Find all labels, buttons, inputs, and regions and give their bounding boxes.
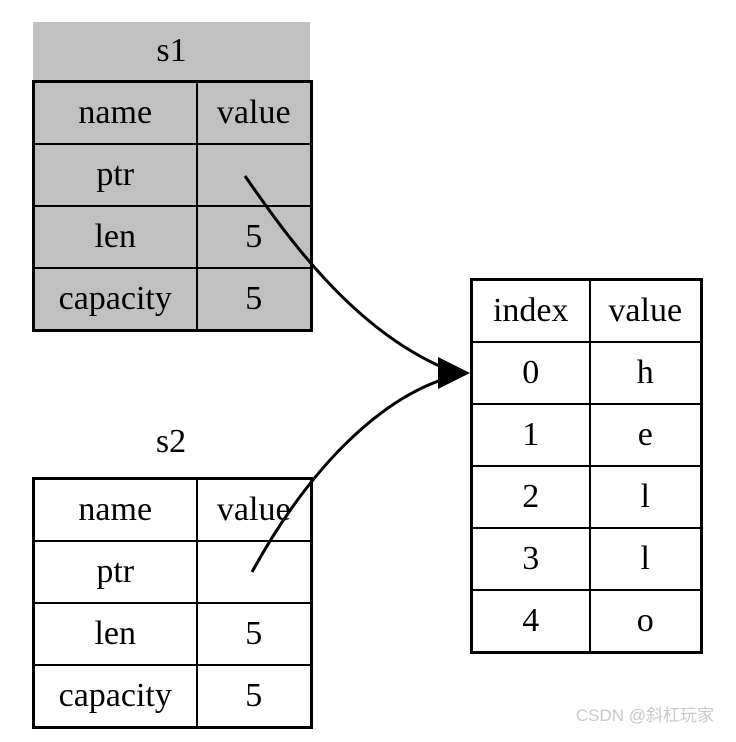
s2-title-text: s2 — [155, 423, 187, 460]
table-row: 1 e — [470, 403, 703, 467]
arrowhead-icon — [438, 357, 470, 389]
s1-header-value: value — [195, 80, 313, 145]
table-row: 4 o — [470, 589, 703, 654]
s2-capacity-value: 5 — [195, 664, 313, 729]
s2-ptr-value — [195, 540, 313, 604]
table-row: 2 l — [470, 465, 703, 529]
s2-capacity-name: capacity — [32, 664, 198, 729]
heap-index-2: 2 — [470, 465, 591, 529]
heap-value-4: o — [588, 589, 703, 654]
s2-len-value: 5 — [195, 602, 313, 666]
table-header-row: index value — [470, 278, 703, 343]
watermark: CSDN @斜杠玩家 — [575, 706, 714, 725]
heap-header-value: value — [588, 278, 703, 343]
table-header-row: name value — [32, 80, 313, 145]
heap-value-2: l — [588, 465, 703, 529]
table-row: len 5 — [32, 205, 313, 269]
heap-header-index: index — [470, 278, 591, 343]
heap-table: index value 0 h 1 e 2 l 3 l 4 o — [470, 278, 703, 654]
s1-header-name: name — [32, 80, 198, 145]
heap-index-4: 4 — [470, 589, 591, 654]
heap-index-0: 0 — [470, 341, 591, 405]
s1-len-value: 5 — [195, 205, 313, 269]
s2-header-value: value — [195, 477, 313, 542]
table-row: 0 h — [470, 341, 703, 405]
s1-len-name: len — [32, 205, 198, 269]
table-row: 3 l — [470, 527, 703, 591]
s1-ptr-value — [195, 143, 313, 207]
s2-table: name value ptr len 5 capacity 5 — [32, 477, 313, 729]
s1-capacity-value: 5 — [195, 267, 313, 332]
s1-title-band: s1 — [33, 22, 310, 80]
s2-ptr-name: ptr — [32, 540, 198, 604]
table-row: ptr — [32, 540, 313, 604]
table-row: ptr — [32, 143, 313, 207]
s1-ptr-name: ptr — [32, 143, 198, 207]
s1-capacity-name: capacity — [32, 267, 198, 332]
s2-header-name: name — [32, 477, 198, 542]
table-header-row: name value — [32, 477, 313, 542]
s1-table: name value ptr len 5 capacity 5 — [32, 80, 313, 332]
table-row: len 5 — [32, 602, 313, 666]
s2-title: s2 — [32, 423, 310, 461]
heap-value-0: h — [588, 341, 703, 405]
heap-index-1: 1 — [470, 403, 591, 467]
heap-value-3: l — [588, 527, 703, 591]
heap-value-1: e — [588, 403, 703, 467]
table-row: capacity 5 — [32, 664, 313, 729]
table-row: capacity 5 — [32, 267, 313, 332]
heap-index-3: 3 — [470, 527, 591, 591]
s1-title: s1 — [156, 32, 187, 69]
s2-len-name: len — [32, 602, 198, 666]
